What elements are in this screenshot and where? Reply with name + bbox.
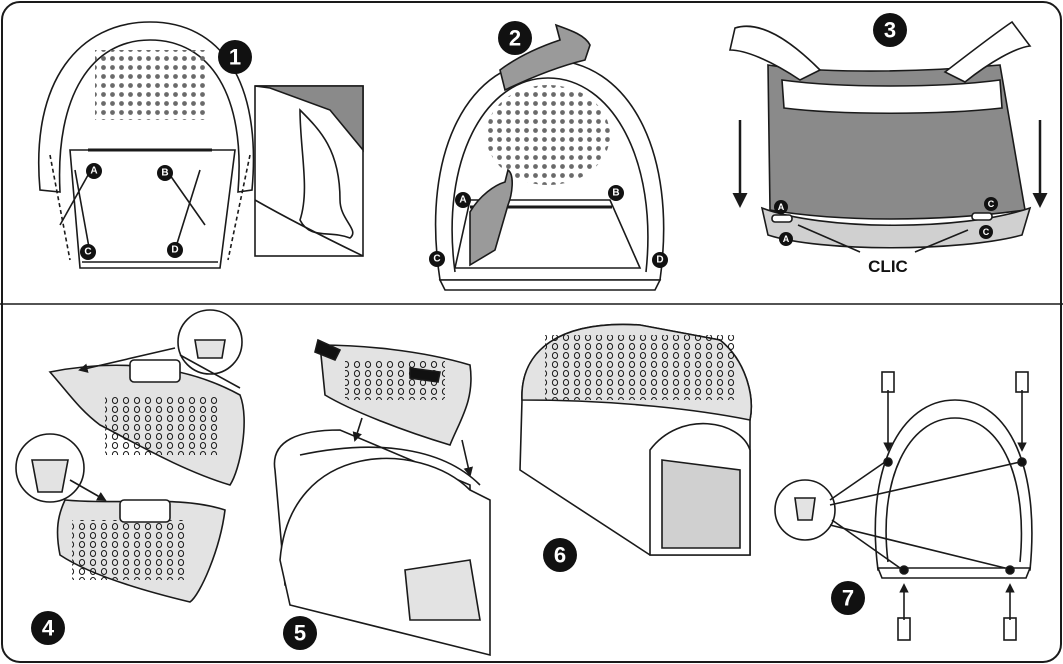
step-number-7: 7	[842, 586, 854, 611]
step-badge-5: 5	[283, 616, 317, 650]
step-badge-6: 6	[543, 538, 577, 572]
label-b: B	[612, 188, 619, 199]
step-number-6: 6	[554, 543, 566, 568]
label-a-lower: A	[783, 234, 790, 244]
step-badge-2: 2	[498, 21, 532, 55]
step-badge-4: 4	[31, 611, 65, 645]
step-badge-7: 7	[831, 581, 865, 615]
label-a: A	[778, 202, 785, 212]
label-c: C	[433, 254, 440, 265]
step-1-labels: A B C D	[80, 163, 183, 260]
step-6-illustration	[519, 323, 752, 556]
label-d: D	[656, 255, 663, 266]
label-a: A	[459, 195, 466, 206]
step-1-illustration	[38, 21, 255, 269]
step-number-3: 3	[884, 18, 896, 43]
label-d: D	[171, 245, 178, 256]
label-b: B	[161, 168, 168, 179]
step-3-illustration	[728, 20, 1048, 253]
step-number-2: 2	[509, 26, 521, 51]
label-c: C	[988, 199, 995, 209]
step-5-illustration	[273, 338, 491, 657]
step-2-labels: A B C D	[429, 185, 668, 268]
step-3-labels: A A C C CLIC	[774, 197, 998, 276]
step-7-illustration	[774, 371, 1033, 641]
step-number-4: 4	[42, 616, 55, 641]
step-badge-1: 1	[218, 40, 252, 74]
label-c: C	[84, 247, 91, 258]
clic-label: CLIC	[868, 257, 908, 276]
step-number-1: 1	[229, 45, 241, 70]
label-a: A	[90, 166, 97, 177]
step-number-5: 5	[294, 621, 306, 646]
step-2-illustration	[434, 23, 665, 291]
step-4-illustration	[15, 309, 245, 603]
step-1-inset	[254, 85, 364, 257]
label-c-lower: C	[983, 227, 990, 237]
step-badge-3: 3	[873, 13, 907, 47]
